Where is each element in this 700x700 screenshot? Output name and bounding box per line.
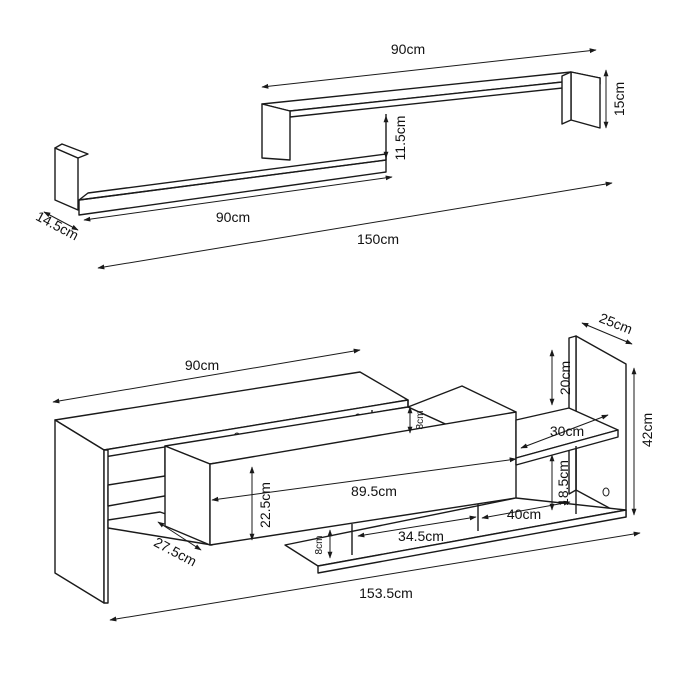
wall-shelf-drawing [54,71,601,216]
label-tower-top-height: 20cm [557,361,573,395]
dim-line-right-compartment-width [481,500,571,520]
label-right-compartment-height: 18.5cm [555,460,571,506]
tv-unit-drawing [54,335,627,604]
label-right-shelf-width: 30cm [550,423,584,439]
label-small-gap: 8cm [415,411,426,430]
tv-unit-dimensions: 90cm 25cm 20cm 42cm 8cm 30cm 89.5cm 22.5… [52,310,655,622]
label-bottom-width: 90cm [216,209,250,225]
right-end-panel [570,71,601,129]
label-left-top-width: 90cm [185,357,219,373]
label-compartment-width: 34.5cm [398,528,444,544]
cable-hole-3 [602,487,610,497]
label-lower-gap: 8cm [314,536,325,555]
dim-line-cabinet-width [211,457,517,502]
label-cabinet-height: 22.5cm [257,482,273,528]
label-total-width: 150cm [357,231,399,247]
right-end-panel-side [561,71,572,125]
dim-line-total-width [97,181,613,270]
label-gap-height: 11.5cm [392,116,408,161]
left-end-panel-side [54,143,89,159]
label-top-width: 90cm [391,41,425,57]
left-end-panel [54,147,79,211]
upper-board [261,71,601,112]
label-depth-right: 25cm [597,310,635,338]
left-side-panel [54,419,105,604]
left-side-panel-front [103,449,109,604]
dim-line-depth-right [581,322,633,345]
label-right-height: 15cm [611,82,627,116]
label-right-compartment-width: 40cm [507,506,541,522]
connector-panel [261,103,291,161]
dim-line-total-width-unit [109,531,641,622]
dim-line-right-shelf-width [520,414,609,449]
dim-line-depth [43,211,79,231]
label-depth: 14.5cm [33,208,81,244]
label-total-height: 42cm [639,413,655,447]
dim-line-top-width [261,48,597,89]
dim-line-left-top-width [52,348,361,404]
label-total-width-unit: 153.5cm [359,585,413,601]
label-cabinet-width: 89.5cm [351,483,397,499]
